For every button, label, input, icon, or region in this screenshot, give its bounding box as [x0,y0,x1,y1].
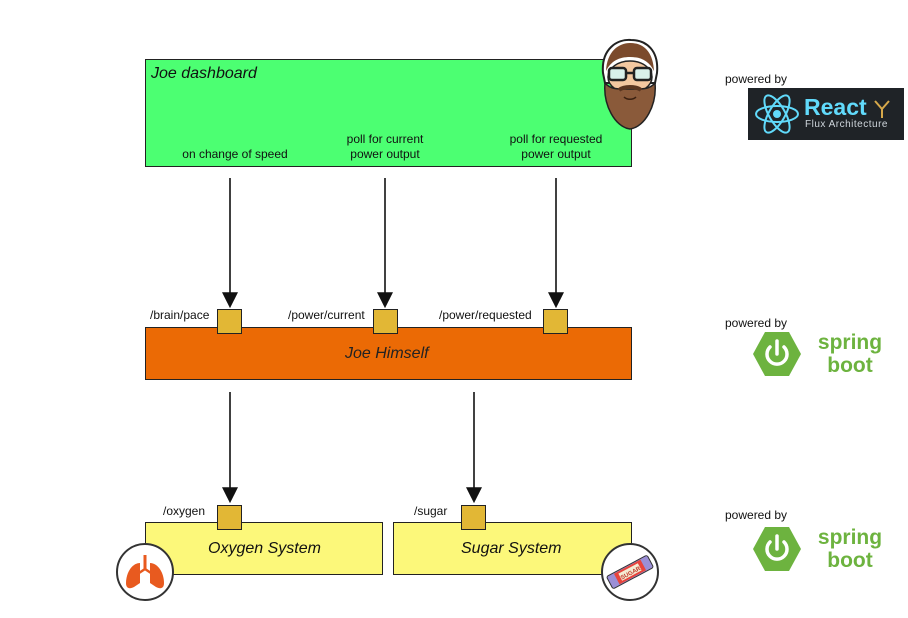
sugar-system-title: Sugar System [461,540,562,557]
dashboard-action-speed: on change of speed [182,147,288,161]
port-power-current [373,309,398,334]
port-sugar [461,505,486,530]
spring-boot-logo-1: spring boot [752,330,892,378]
powered-by-label-spring-1: powered by [725,316,788,330]
react-logo-subtitle: Flux Architecture [805,119,888,130]
powered-by-label-spring-2: powered by [725,508,788,522]
flux-y-icon [874,100,890,118]
react-logo-title: React [804,94,867,120]
port-label-power-requested: /power/requested [439,308,532,322]
spring-boot-text-1: spring boot [817,331,883,377]
lungs-icon [116,543,174,601]
dashboard-action-current: poll for current power output [346,132,424,161]
port-label-power-current: /power/current [288,308,365,322]
spring-boot-text-2: spring boot [817,526,883,572]
spring-power-icon [753,332,801,376]
port-brain-pace [217,309,242,334]
sugar-bar-icon: SUGAR [601,543,659,601]
dashboard-box [145,59,632,167]
port-label-brain-pace: /brain/pace [150,308,210,322]
joe-himself-title: Joe Himself [345,345,429,362]
react-logo: React Flux Architecture [748,88,904,140]
oxygen-system-title: Oxygen System [208,540,321,557]
react-atom-icon [755,94,799,134]
port-oxygen [217,505,242,530]
powered-by-label-react: powered by [725,72,788,86]
hipster-avatar-icon [601,38,659,130]
spring-power-icon [753,527,801,571]
port-label-oxygen: /oxygen [163,504,206,518]
spring-boot-logo-2: spring boot [752,525,892,573]
dashboard-title: Joe dashboard [151,65,257,82]
sugar-system-box [393,522,632,575]
dashboard-action-requested: poll for requested power output [509,132,603,161]
port-power-requested [543,309,568,334]
port-label-sugar: /sugar [414,504,448,518]
